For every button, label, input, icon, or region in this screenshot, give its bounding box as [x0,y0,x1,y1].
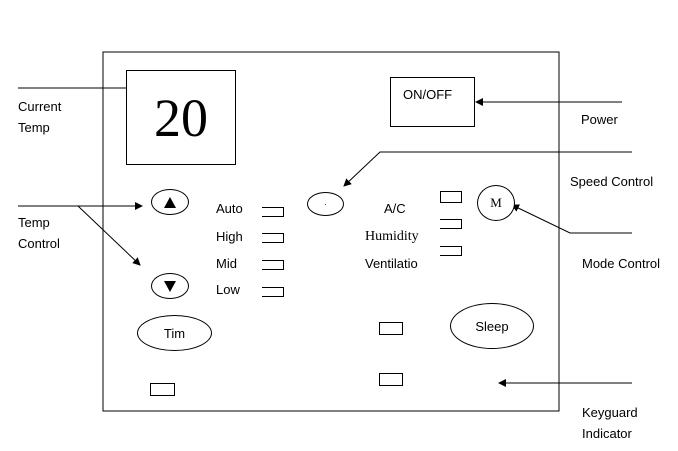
mode-indicator-ventilation [440,246,462,256]
mode-label-ventilation: Ventilatio [365,256,418,271]
mode-label-ac: A/C [384,201,406,216]
temp-up-button[interactable] [151,189,189,215]
temp-down-button[interactable] [151,273,189,299]
speed-label-low: Low [216,282,240,297]
callout-temp-control: Temp Control [18,215,60,251]
triangle-up-icon [164,196,176,208]
callout-power: Power [581,112,618,127]
triangle-down-icon [164,280,176,292]
timer-button-label: Tim [163,325,186,341]
speed-indicator-auto [262,207,284,217]
sleep-button[interactable]: Sleep [450,303,534,349]
mode-button-label: M [490,195,502,210]
speed-control-button-label: · [324,199,327,209]
mode-indicator-humidity [440,219,462,229]
temperature-display: 20 [126,70,236,165]
power-button[interactable]: ON/OFF [390,77,475,127]
mode-indicator-ac [440,191,462,203]
speed-label-auto: Auto [216,201,243,216]
callout-keyguard: Keyguard Indicator [582,405,638,441]
mode-arrow [511,204,632,234]
temperature-value: 20 [154,87,208,148]
mode-label-humidity: Humidity [365,229,419,244]
mode-button[interactable]: M [477,185,515,221]
speed-label-mid: Mid [216,256,237,271]
timer-button[interactable]: Tim [137,315,212,351]
temp-down-arrow [77,205,141,266]
callout-mode-control: Mode Control [582,256,661,271]
speed-indicator-mid [262,260,284,270]
power-button-label: ON/OFF [403,87,453,102]
callout-current-temp: Current Temp [18,99,62,135]
keyguard-indicator [379,373,403,386]
speed-indicator-low [262,287,284,297]
callout-speed-control: Speed Control [570,174,654,189]
indicator-light-timer [150,383,175,396]
speed-control-button[interactable]: · [307,192,344,216]
speed-arrow [343,151,632,187]
sleep-button-label: Sleep [475,318,509,334]
speed-indicator-high [262,233,284,243]
speed-label-high: High [216,229,243,244]
panel-frame [102,51,560,412]
indicator-light-sleep [379,322,403,335]
